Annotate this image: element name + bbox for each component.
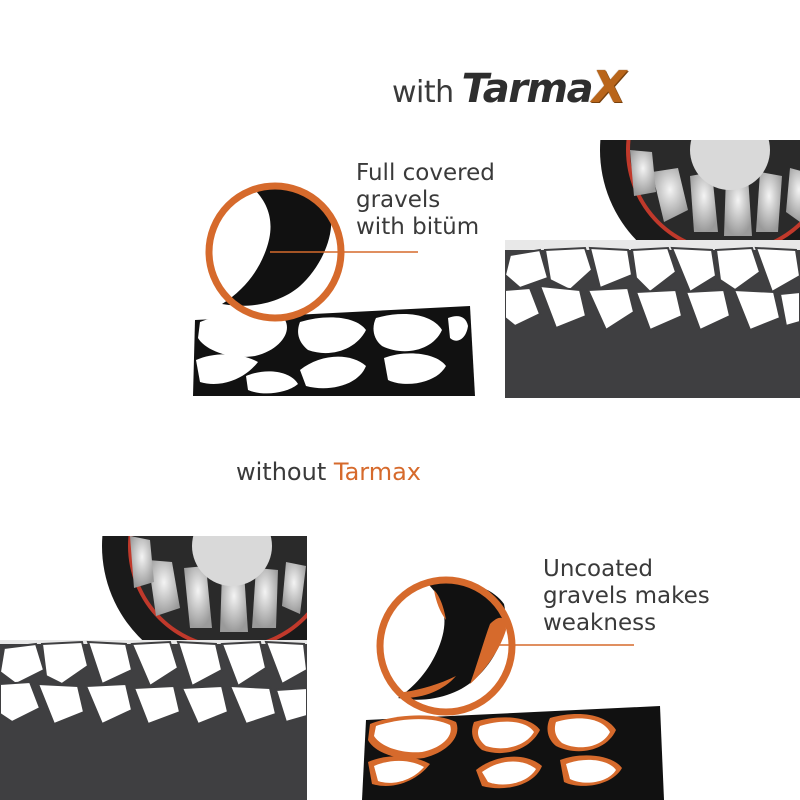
heading-without-tarmax: without Tarmax xyxy=(236,458,421,486)
heading-without-brand: Tarmax xyxy=(333,458,422,486)
top-wheel xyxy=(600,140,800,244)
bottom-road xyxy=(0,640,307,800)
callout-uncoated-line-3: weakness xyxy=(543,610,657,636)
brand-logo-main: Tarma xyxy=(461,66,594,112)
top-road xyxy=(505,240,800,398)
uncoated-zoom-circle xyxy=(376,576,634,716)
callout-coated-line-2: gravels xyxy=(356,187,441,213)
callout-uncoated-gravels: Uncoated gravels makes weakness xyxy=(543,556,710,637)
coated-zoom-circle xyxy=(205,182,418,322)
heading-without-prefix: without xyxy=(236,458,327,486)
bottom-wheel xyxy=(102,536,307,640)
brand-logo-x: X xyxy=(592,62,626,113)
coated-gravel-block xyxy=(193,306,475,396)
heading-with-prefix: with xyxy=(392,75,454,110)
callout-uncoated-line-1: Uncoated xyxy=(543,556,653,582)
callout-coated-gravels: Full covered gravels with bitüm xyxy=(356,160,495,241)
callout-coated-line-1: Full covered xyxy=(356,160,495,186)
uncoated-gravel-block xyxy=(362,706,664,800)
callout-coated-line-3: with bitüm xyxy=(356,214,480,240)
callout-uncoated-line-2: gravels makes xyxy=(543,583,710,609)
